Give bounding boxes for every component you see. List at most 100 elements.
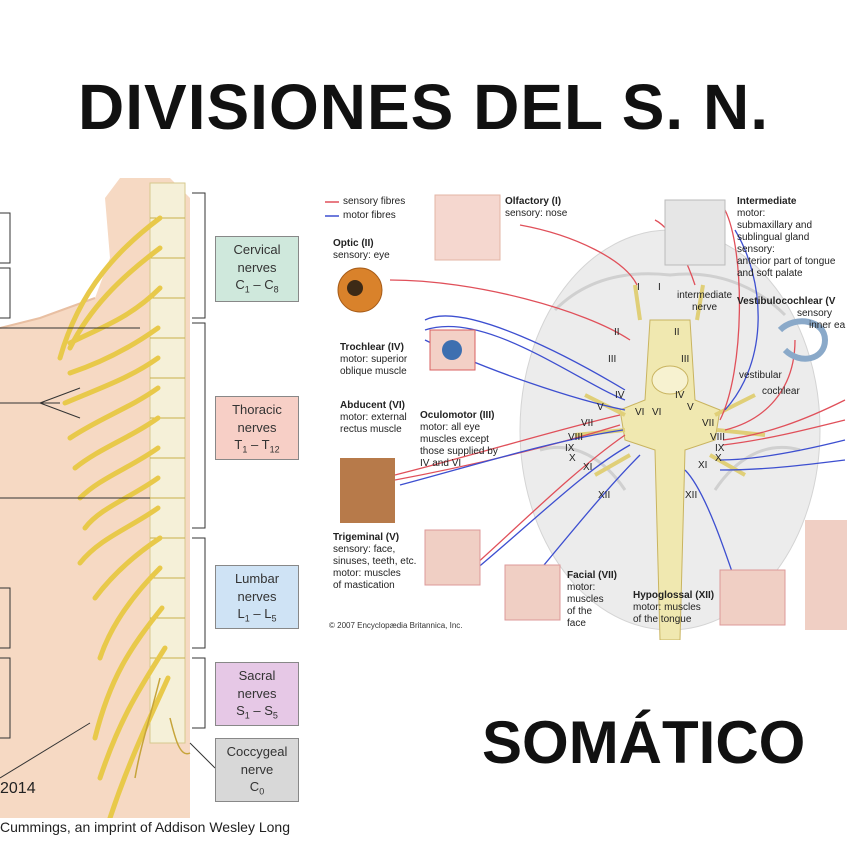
oculomotor-label: Oculomotor (III) motor: all eye muscles … [420, 410, 498, 470]
box-line2: nerves [237, 259, 277, 275]
numeral-III-left: III [608, 354, 617, 365]
nerve-name: Intermediate [737, 196, 797, 207]
range-to: 5 [271, 613, 277, 624]
nerve-desc: inner ea [809, 320, 846, 331]
box-line2: nerve [240, 761, 274, 777]
somatico-heading: SOMÁTICO [482, 709, 806, 776]
page-title: DIVISIONES DEL S. N. [78, 71, 769, 143]
range-letter: C [235, 277, 245, 293]
nerve-name: Facial (VII) [567, 570, 618, 581]
nerve-desc: motor: muscles [333, 568, 401, 579]
trigeminal-label: Trigeminal (V) sensory: face, sinuses, t… [333, 532, 416, 592]
range-from: 1 [244, 710, 250, 721]
nerve-name: Hypoglossal (XII) [633, 590, 715, 601]
nerve-desc: sublingual gland [737, 232, 810, 243]
numeral-VII-left: VII [581, 418, 594, 429]
numeral-VIII-left: VIII [568, 432, 584, 443]
box-range: C0 [216, 778, 298, 798]
spinal-cord-illustration [0, 178, 216, 821]
box-range: C1 – C8 [235, 277, 279, 295]
nerve-name: Olfactory (I) [505, 196, 562, 207]
abducent-label: Abducent (VI) motor: external rectus mus… [340, 400, 407, 436]
range-letter: T [261, 437, 270, 453]
numeral-XI-left: XI [583, 462, 593, 473]
numeral-IV-right: IV [675, 390, 685, 401]
box-line1: Coccygeal [226, 744, 288, 759]
nerve-desc: motor: superior [340, 354, 408, 365]
numeral-III-right: III [681, 354, 690, 365]
nerve-name: Oculomotor (III) [420, 410, 495, 421]
nerve-desc: motor: muscles [633, 602, 701, 613]
nerve-desc: muscles [567, 594, 604, 605]
numeral-I-right: I [658, 282, 661, 293]
numeral-II-right: II [674, 327, 680, 338]
box-line1: Sacral [238, 668, 276, 683]
coccygeal-nerve-box: Coccygeal nerve C0 [215, 738, 299, 802]
box-line1: Thoracic [232, 402, 282, 417]
nerve-desc: and soft palate [737, 268, 803, 279]
range-from: 1 [242, 444, 248, 455]
lumbar-nerves-box: Lumbar nerves L1 – L5 [215, 565, 299, 629]
numeral-XII-left: XII [598, 490, 611, 501]
nerve-desc: motor: [737, 208, 766, 219]
numeral-IX-left: IX [565, 443, 575, 454]
nerve-desc: motor: all eye [420, 422, 481, 433]
numeral-IV-left: IV [615, 390, 625, 401]
nerve-desc: motor: external [340, 412, 407, 423]
range-from: 1 [244, 613, 250, 624]
numeral-VIII-right: VIII [710, 432, 726, 443]
range-letter: C [264, 277, 274, 293]
numeral-XI-right: XI [698, 460, 708, 471]
intermediate-label: Intermediate motor: submaxillary and sub… [737, 196, 835, 280]
nerve-desc: sensory: [737, 244, 775, 255]
nerve-desc: of the tongue [633, 614, 692, 625]
numeral-X-right: X [715, 453, 722, 464]
intermediate-nerve-label: intermediate nerve [677, 290, 732, 314]
nerve-name: Trigeminal (V) [333, 532, 400, 543]
sacral-nerves-box: Sacral nerves S1 – S5 [215, 662, 299, 726]
numeral-V-right: V [687, 402, 694, 413]
numeral-VII-right: VII [702, 418, 715, 429]
range-letter: C [249, 779, 260, 795]
range-from: 0 [259, 786, 265, 797]
nerve-name: Optic (II) [333, 238, 374, 249]
nerve-desc: those supplied by [420, 446, 498, 457]
range-letter: S [264, 703, 273, 719]
nerve-desc: anterior part of tongue [737, 256, 836, 267]
box-line1: Cervical [233, 242, 281, 257]
box-range: T1 – T12 [234, 437, 280, 455]
numeral-VI-right: VI [652, 407, 662, 418]
nerve-name: Vestibulocochlear (V [737, 296, 836, 307]
range-to: 12 [269, 444, 280, 455]
range-letter: L [264, 606, 272, 622]
nerve-name: Trochlear (IV) [340, 342, 404, 353]
vestibulocochlear-label: Vestibulocochlear (V sensory inner ea [737, 296, 845, 332]
cochlear-label: cochlear [762, 386, 800, 397]
hypoglossal-label: Hypoglossal (XII) motor: muscles of the … [633, 590, 714, 626]
range-from: 1 [244, 284, 250, 295]
nerve-desc: IV and VI [420, 458, 462, 469]
numeral-XII-right: XII [685, 490, 698, 501]
vestibular-label: vestibular [739, 370, 782, 381]
legend-sensory: sensory fibres [343, 196, 406, 207]
legend-motor: motor fibres [343, 210, 396, 221]
label-line: nerve [692, 302, 718, 313]
range-to: 8 [273, 284, 279, 295]
numeral-I-left: I [637, 282, 640, 293]
box-line1: Lumbar [234, 571, 280, 586]
nerve-name: Abducent (VI) [340, 400, 405, 411]
facial-label: Facial (VII) motor: muscles of the face [567, 570, 617, 630]
copyright-text: © 2007 Encyclopædia Britannica, Inc. [329, 621, 463, 630]
numeral-II-left: II [614, 327, 620, 338]
box-range: S1 – S5 [236, 703, 278, 721]
brain-illustration [325, 194, 847, 640]
nerve-desc: oblique muscle [340, 366, 407, 377]
nerve-desc: sinuses, teeth, etc. [333, 556, 417, 567]
nerve-desc: sensory [797, 308, 833, 319]
range-letter: T [234, 437, 243, 453]
nerve-desc: sensory: eye [333, 250, 390, 261]
numeral-IX-right: IX [715, 443, 725, 454]
box-range: L1 – L5 [237, 606, 277, 624]
year-text: 2014 [0, 780, 36, 797]
box-line2: nerves [237, 588, 277, 604]
